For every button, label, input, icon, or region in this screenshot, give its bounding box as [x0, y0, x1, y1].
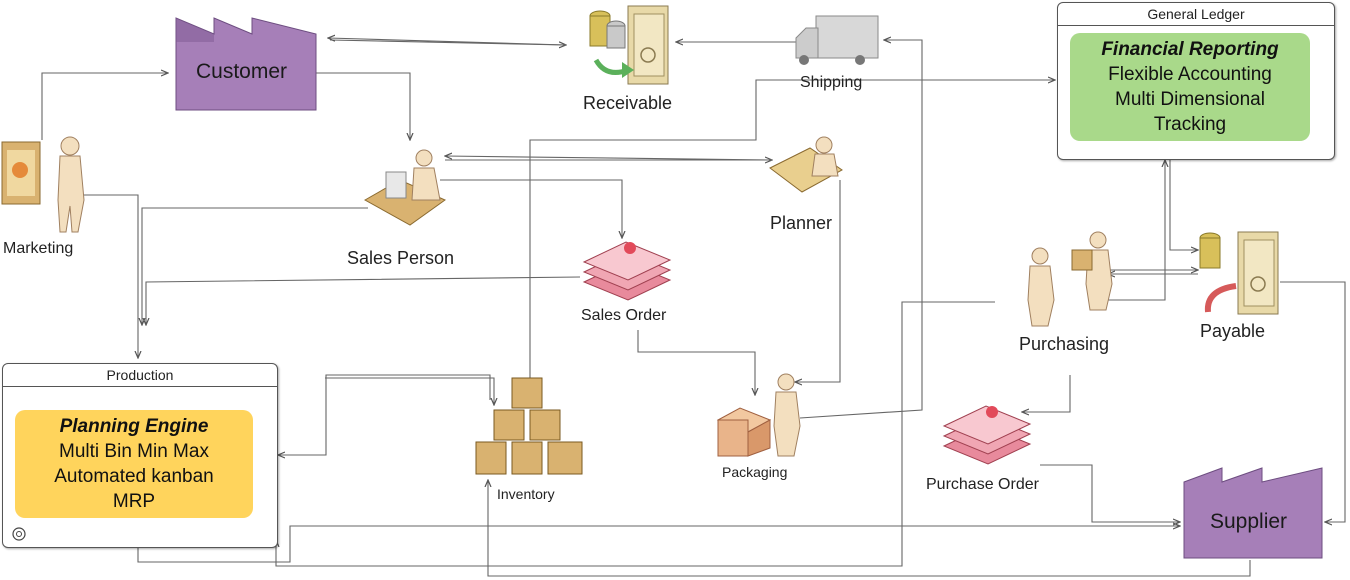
sales-order-label: Sales Order [581, 307, 667, 324]
inventory-boxes-icon [475, 377, 583, 475]
receivable-label: Receivable [583, 93, 673, 113]
purchasing-people-icon [1027, 231, 1113, 327]
prod-line-3: MRP [112, 491, 156, 512]
supplier-factory-icon [1183, 467, 1323, 559]
general-ledger-header: General Ledger [1058, 3, 1334, 26]
supplier-label: Supplier [1210, 510, 1288, 533]
shipping-label: Shipping [800, 74, 863, 91]
planner-label: Planner [770, 213, 833, 233]
production-header: Production [3, 364, 277, 387]
purchasing-label: Purchasing [1019, 334, 1110, 354]
sales-order-document-icon [582, 241, 672, 301]
purchase-order-label: Purchase Order [926, 476, 1039, 493]
packaging-label: Packaging [722, 464, 788, 480]
customer-label: Customer [196, 60, 288, 83]
prod-line-2: Automated kanban [54, 466, 214, 487]
planner-icon [769, 136, 843, 193]
financial-reporting-title: Financial Reporting [1101, 39, 1279, 60]
shipping-truck-icon [795, 15, 879, 65]
payable-safe-icon [1199, 231, 1279, 315]
customer-factory-icon [175, 17, 317, 111]
general-ledger-panel: General Ledger Financial Reporting Flexi… [1057, 2, 1335, 160]
gl-line-3: Tracking [1153, 114, 1227, 135]
payable-label: Payable [1200, 321, 1266, 341]
marketing-label: Marketing [3, 240, 74, 257]
planning-engine-title: Planning Engine [59, 416, 209, 437]
marketing-person-icon [1, 136, 85, 233]
purchase-order-document-icon [942, 405, 1032, 465]
financial-reporting-box: Financial Reporting Flexible Accounting … [1070, 33, 1310, 141]
planning-engine-box: Planning Engine Multi Bin Min Max Automa… [15, 410, 253, 518]
connectors [41, 38, 1346, 577]
prod-line-1: Multi Bin Min Max [59, 441, 209, 462]
packaging-icon [716, 373, 801, 457]
sales-person-label: Sales Person [347, 248, 455, 268]
inventory-label: Inventory [497, 486, 555, 502]
receivable-safe-icon [589, 5, 669, 85]
sales-person-icon [363, 149, 447, 226]
expand-icon[interactable] [11, 526, 27, 542]
gl-line-2: Multi Dimensional [1115, 89, 1265, 110]
production-panel: Production Planning Engine Multi Bin Min… [2, 363, 278, 548]
gl-line-1: Flexible Accounting [1108, 64, 1272, 85]
